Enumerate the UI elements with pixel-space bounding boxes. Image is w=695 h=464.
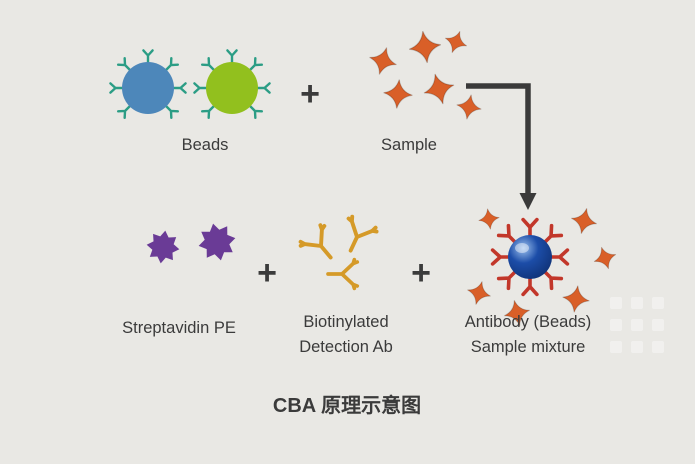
plus-sign-bottom-right: + [411,254,431,292]
arrow-head [519,193,537,210]
beads-group: Beads [109,49,271,154]
arrow-line [466,83,531,194]
plus-sign-top: + [300,75,320,113]
watermark-dot [610,319,622,331]
mixture-bead [490,217,570,297]
watermark-dots [610,297,664,353]
flow-arrow-icon [466,83,537,210]
sample-label: Sample [381,136,437,154]
watermark-dot [631,297,643,309]
biotinylated-label-line1: Biotinylated [303,313,388,331]
watermark-dot [631,341,643,353]
diagram-title: CBA 原理示意图 [273,393,421,417]
watermark-dot [652,341,664,353]
watermark-dot [652,297,664,309]
watermark-dot [610,341,622,353]
watermark-dot [631,319,643,331]
beads-label: Beads [182,136,229,154]
mixture-label-line1: Antibody (Beads) [465,313,592,331]
bead-green-icon [206,62,258,114]
streptavidin-group: Streptavidin PE [122,219,240,337]
biotinylated-label-line2: Detection Ab [299,338,393,356]
sample-group: Sample [365,26,484,154]
watermark-dot [610,297,622,309]
bead-highlight [515,243,529,253]
capture-bead-blue [109,49,187,120]
detection-ab-group: Biotinylated Detection Ab [296,213,393,356]
plus-sign-bottom-left: + [257,254,277,292]
capture-bead-green [193,49,271,120]
bead-blue-icon [122,62,174,114]
mixture-label-line2: Sample mixture [471,338,586,356]
mixture-group: Antibody (Beads) Sample mixture [463,205,620,356]
streptavidin-label: Streptavidin PE [122,319,236,337]
mixture-bead-icon [508,235,552,279]
watermark-dot [652,319,664,331]
